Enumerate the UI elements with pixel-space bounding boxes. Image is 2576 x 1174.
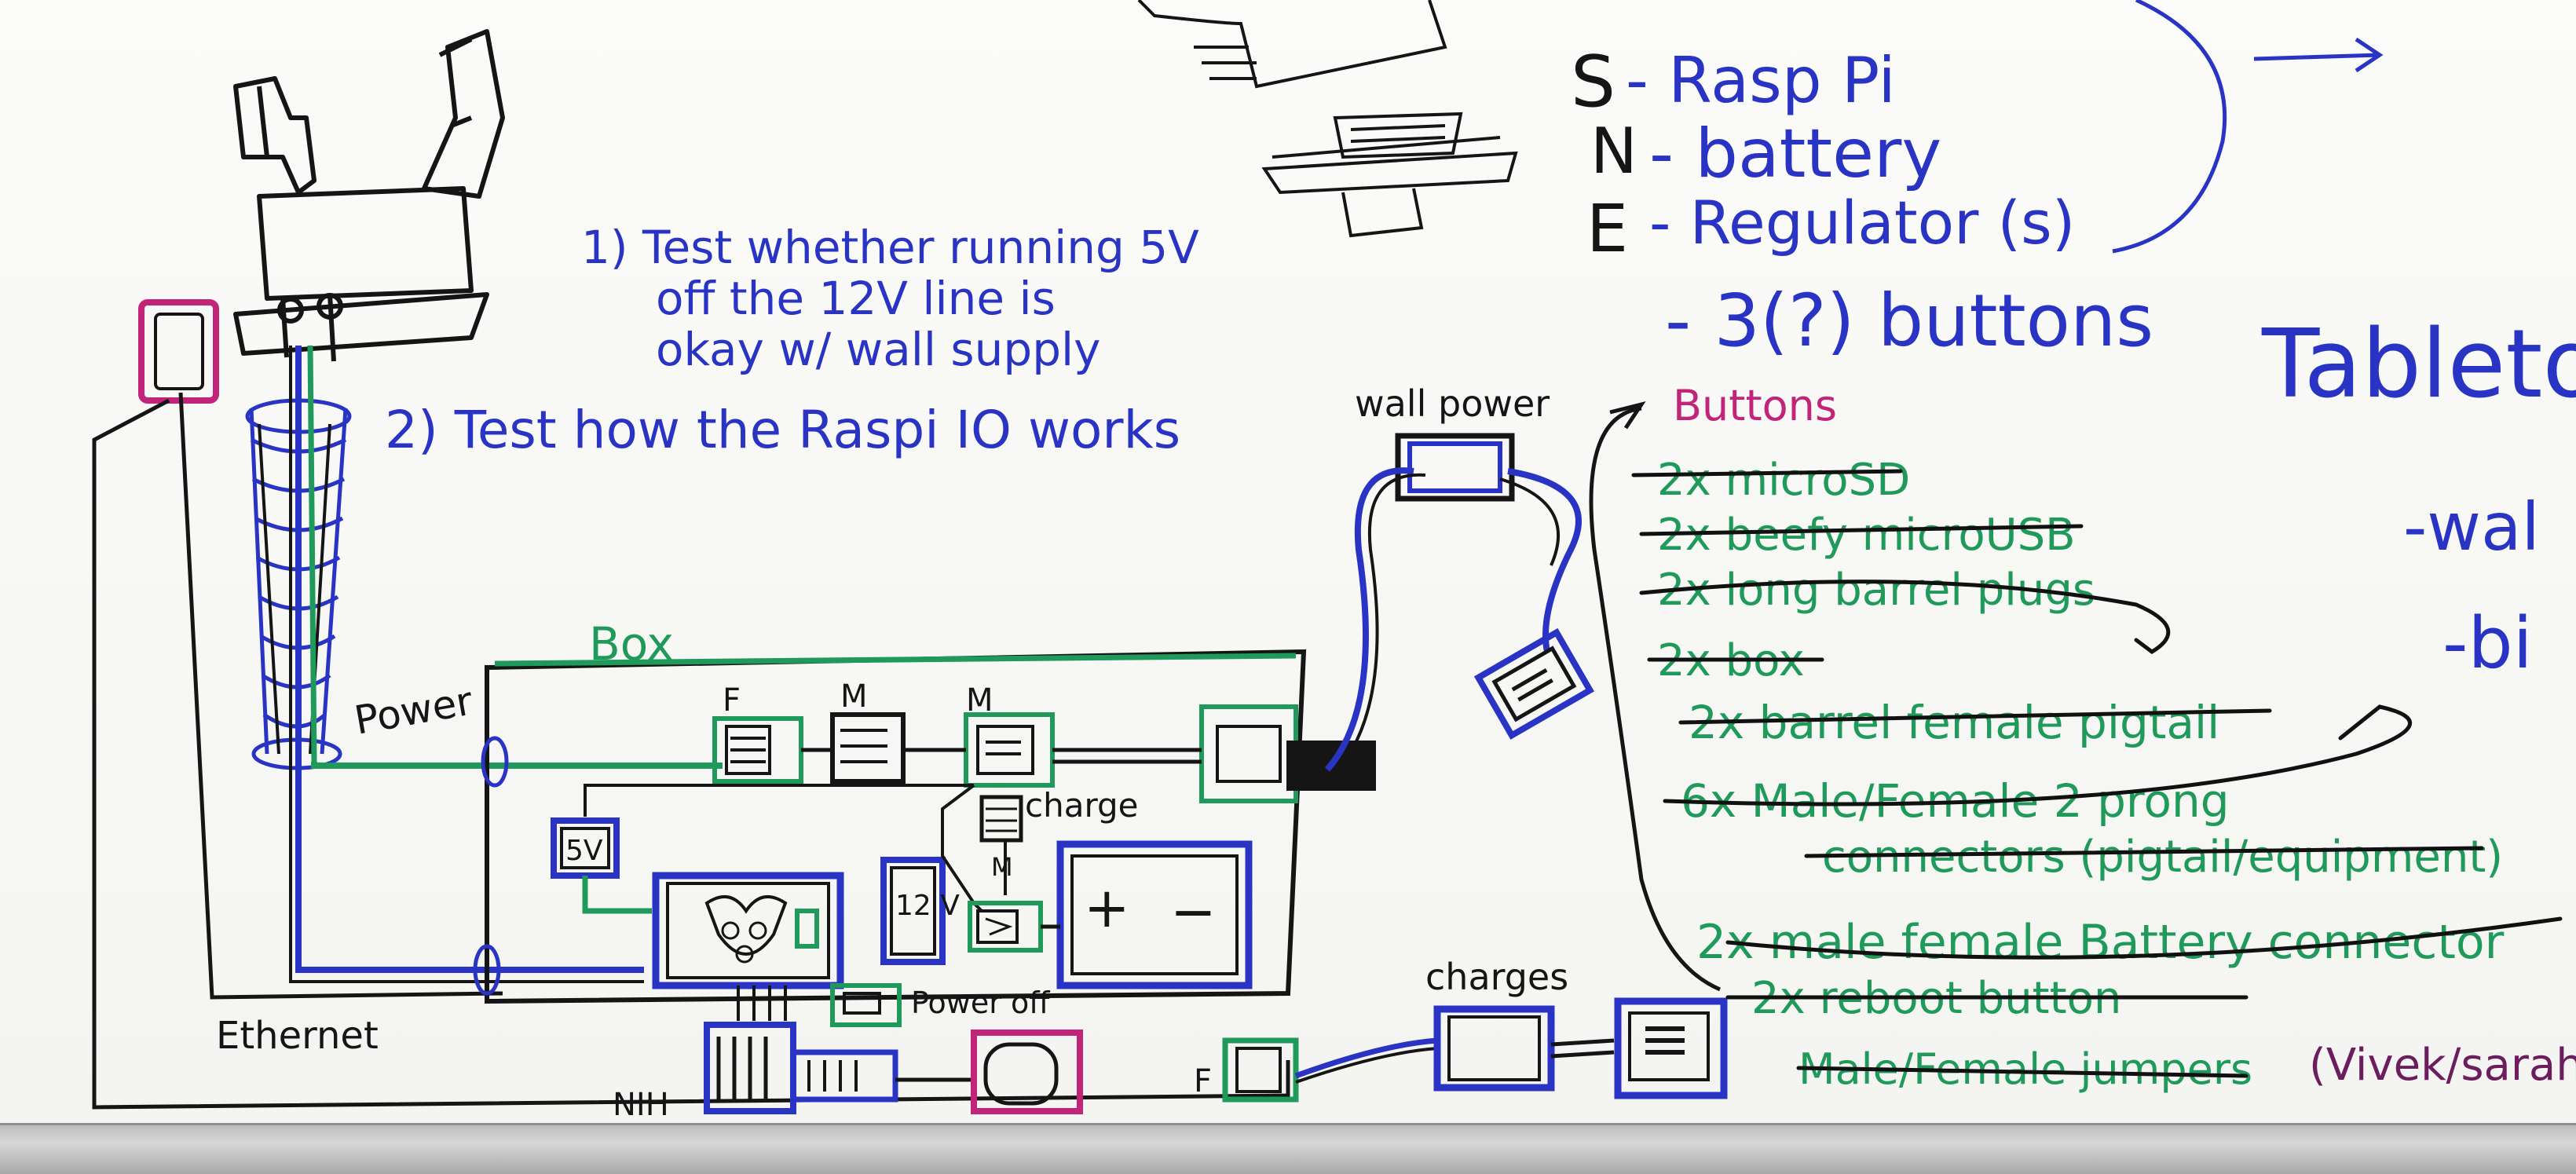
whiteboard-drawing: 1) Test whether running 5V off the 12V l…: [0, 0, 2576, 1123]
label-m2: M: [966, 682, 993, 719]
label-minus: −: [1170, 880, 1217, 944]
charger-block: [1437, 1009, 1551, 1088]
label-12v: 12 V: [895, 890, 960, 922]
connector-inner-left: [156, 314, 203, 389]
test1-line1: 1) Test whether running 5V: [581, 221, 1199, 274]
legend-e-text: - Regulator (s): [1649, 188, 2075, 258]
label-m3: M: [991, 852, 1013, 882]
tabletop-title: Tabletop: [2261, 310, 2576, 419]
label-f1: F: [723, 682, 741, 719]
test1-line3: okay w/ wall supply: [656, 323, 1100, 376]
label-plus: +: [1084, 876, 1130, 940]
label-m1: M: [840, 678, 868, 715]
legend-s-text: - Rasp Pi: [1626, 44, 1896, 117]
claw-assembly: [236, 31, 503, 361]
buttons-item-7: connectors (pigtail/equipment): [1822, 832, 2503, 883]
right-item-2: -bi: [2442, 602, 2533, 685]
label-power-off: Power off: [911, 986, 1050, 1020]
buttons-title: Buttons: [1673, 381, 1837, 430]
wall-plug: [1478, 632, 1590, 735]
buttons-item-1: 2x microSD: [1657, 455, 1910, 506]
legend-n-letter: N: [1590, 115, 1637, 188]
nih-connectors: [707, 1025, 895, 1111]
label-charges: charges: [1425, 956, 1568, 998]
connector-magenta-left: [141, 302, 216, 400]
legend-buttons-text: - 3(?) buttons: [1665, 279, 2153, 363]
legend-s-letter: S: [1571, 41, 1615, 123]
top-sketch: [1139, 0, 1516, 236]
legend-e-letter: E: [1586, 190, 1628, 267]
power-off-switch: [832, 986, 899, 1025]
label-charge: charge: [1025, 786, 1138, 825]
label-power: Power: [351, 678, 476, 743]
buttons-item-8: 2x male female Battery connector: [1696, 915, 2505, 970]
test1-line2: off the 12V line is: [656, 272, 1056, 325]
test2-line: 2) Test how the Raspi IO works: [385, 400, 1180, 460]
component-legend: S - Rasp Pi N - battery E - Regulator (s…: [1571, 41, 2153, 363]
label-wall-power: wall power: [1355, 382, 1550, 425]
buttons-item-2: 2x beefy microUSB: [1657, 510, 2076, 561]
label-5v: 5V: [565, 835, 603, 867]
main-box: [475, 652, 1304, 1001]
right-item-1: -wal: [2403, 488, 2540, 565]
label-f2: F: [1194, 1063, 1212, 1099]
marker-tray: [0, 1123, 2576, 1174]
buttons-assignee: (Vivek/sarah): [2309, 1040, 2576, 1091]
right-notes: Tabletop -wal -bi: [2261, 310, 2576, 685]
label-box: Box: [589, 617, 674, 671]
label-nih: NIH: [613, 1087, 669, 1123]
label-ethernet: Ethernet: [216, 1014, 379, 1058]
test-notes: 1) Test whether running 5V off the 12V l…: [385, 221, 1199, 460]
legend-n-text: - battery: [1649, 115, 1941, 193]
